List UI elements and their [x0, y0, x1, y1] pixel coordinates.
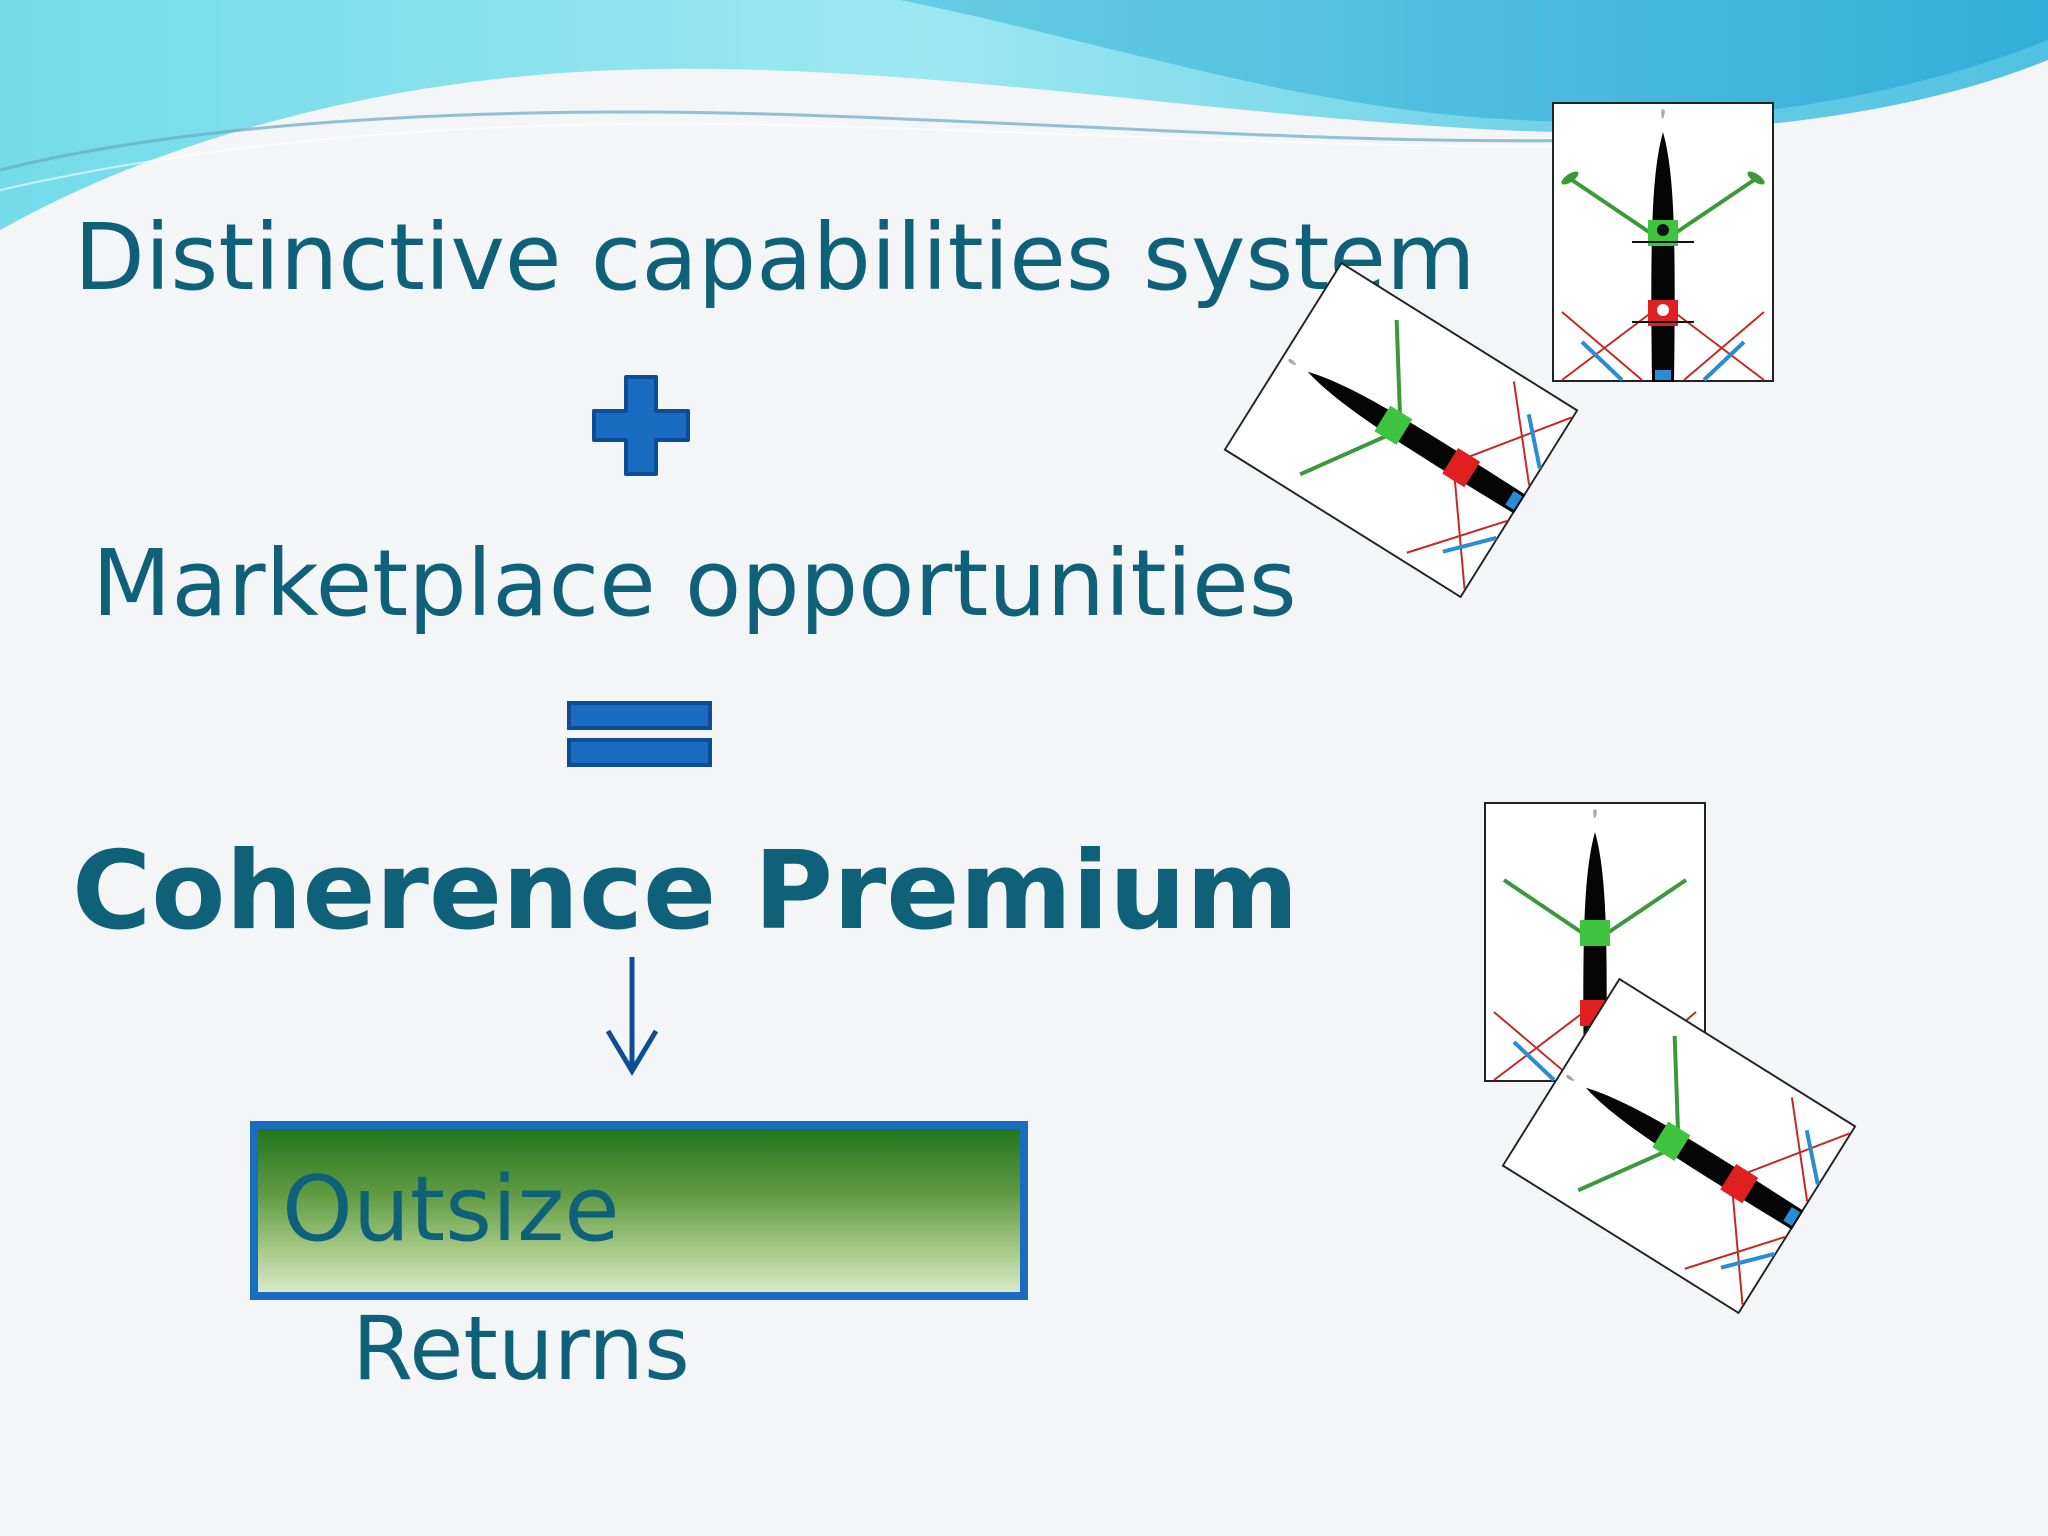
- rowing-boat-image: [1552, 102, 1774, 382]
- returns-text: Returns: [352, 1297, 690, 1400]
- coherence-premium-headline: Coherence Premium: [72, 829, 1299, 954]
- rowing-boat-image-rotated: [1501, 977, 1857, 1315]
- outsize-result-box: Outsize: [250, 1121, 1028, 1300]
- outsize-text: Outsize: [282, 1157, 620, 1262]
- capabilities-system-text: Distinctive capabilities system: [74, 204, 1476, 311]
- header-wave-decoration: [0, 0, 2048, 230]
- plus-icon: [592, 375, 690, 476]
- marketplace-opportunities-text: Marketplace opportunities: [92, 530, 1297, 637]
- arrow-down-icon: [605, 957, 659, 1076]
- rowing-boat-image-rotated: [1223, 261, 1579, 599]
- equals-icon: [567, 701, 712, 767]
